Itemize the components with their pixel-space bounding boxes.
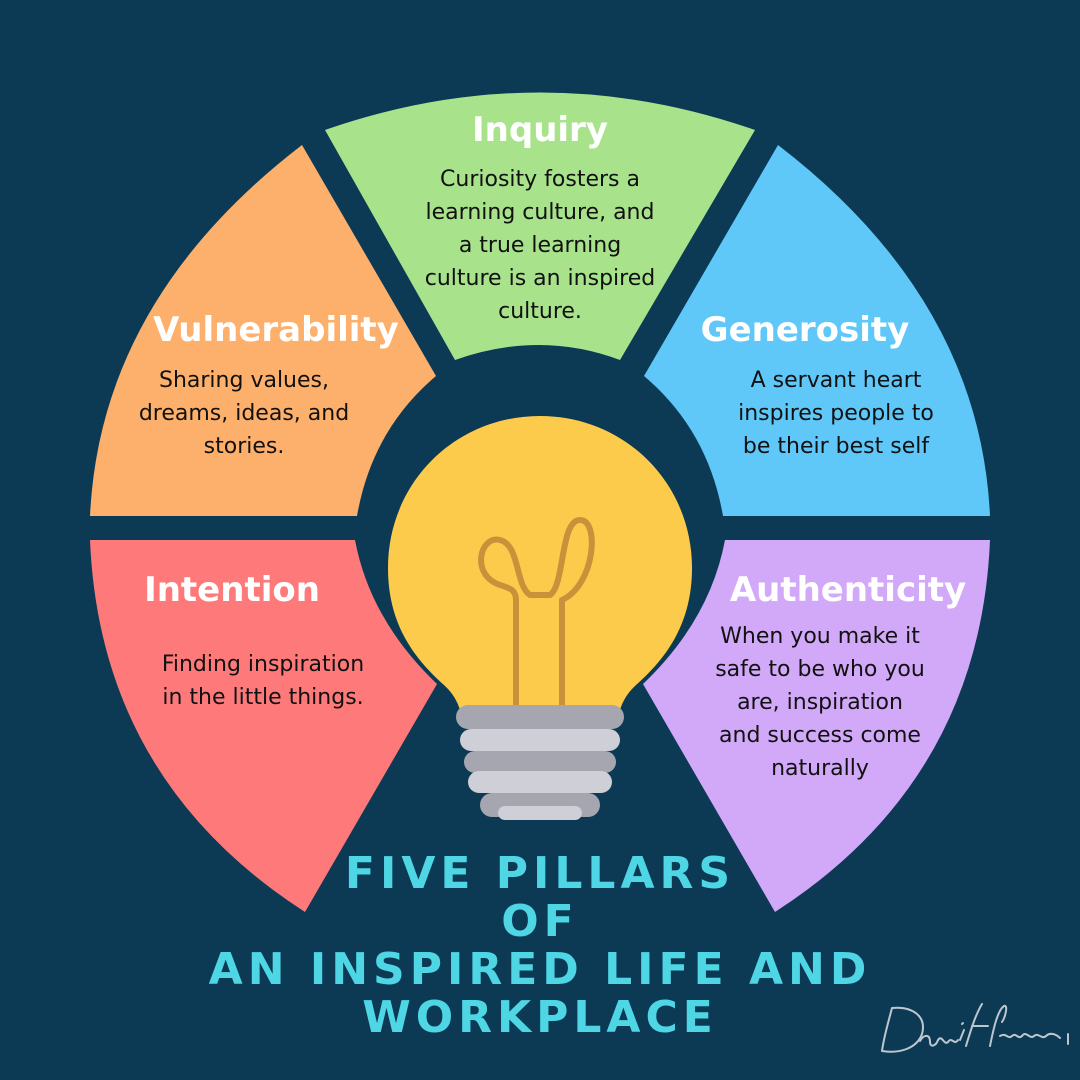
generosity-body: A servant heart inspires people to be th… bbox=[738, 368, 934, 459]
authenticity-body: When you make it safe to be who you are,… bbox=[715, 624, 925, 781]
bulb-base-ring-1 bbox=[456, 705, 624, 729]
bulb-base-ring-4 bbox=[468, 771, 612, 793]
signature bbox=[881, 1003, 1069, 1053]
vulnerability-body: Sharing values, dreams, ideas, and stori… bbox=[138, 368, 350, 459]
main-title-line-4: WORKPLACE bbox=[362, 992, 718, 1043]
inquiry-segment bbox=[325, 92, 755, 360]
generosity-title: Generosity bbox=[700, 310, 910, 350]
main-title-line-3: AN INSPIRED LIFE AND bbox=[208, 944, 872, 995]
bulb-base-ring-3 bbox=[464, 751, 616, 773]
lightbulb-icon bbox=[388, 416, 692, 820]
intention-body: Finding inspiration in the little things… bbox=[161, 652, 365, 710]
bulb-filament bbox=[478, 517, 595, 708]
intention-segment bbox=[90, 540, 437, 912]
inquiry-title: Inquiry bbox=[472, 110, 608, 150]
inquiry-body: Curiosity fosters a learning culture, an… bbox=[424, 167, 656, 324]
bulb-base-cap bbox=[498, 806, 582, 820]
main-title-line-1: FIVE PILLARS bbox=[344, 848, 736, 899]
generosity-segment bbox=[644, 145, 990, 516]
authenticity-title: Authenticity bbox=[729, 570, 967, 610]
authenticity-segment bbox=[643, 540, 990, 912]
bulb-glass bbox=[388, 416, 692, 725]
main-title-line-2: OF bbox=[501, 896, 579, 947]
vulnerability-title: Vulnerability bbox=[153, 310, 399, 350]
vulnerability-segment bbox=[90, 145, 436, 516]
intention-title: Intention bbox=[144, 570, 320, 610]
bulb-base-ring-2 bbox=[460, 729, 620, 751]
